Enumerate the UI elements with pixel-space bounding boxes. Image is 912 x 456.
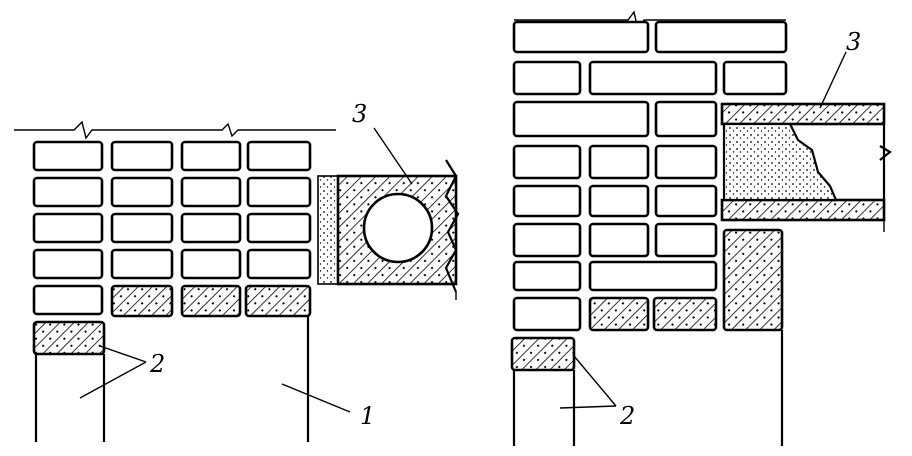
- slab-bottom-flange: [720, 198, 886, 222]
- lintel: [244, 284, 312, 318]
- brick: [654, 222, 718, 258]
- leader-2-left-b: [99, 345, 147, 363]
- brick: [654, 100, 718, 138]
- brick: [180, 212, 242, 244]
- brick: [654, 20, 788, 54]
- leader-3-left: [373, 127, 413, 185]
- leader-2-right-a: [559, 405, 617, 409]
- left-top-break-line: [14, 120, 336, 140]
- right-lintels: [510, 228, 784, 372]
- lintel: [510, 336, 576, 372]
- slab-break: [879, 145, 892, 161]
- brick: [32, 284, 104, 316]
- lintel-vertical: [722, 228, 784, 332]
- label-2-right: 2: [619, 402, 635, 430]
- brick: [110, 248, 174, 280]
- brick: [110, 212, 174, 244]
- leader-1-left: [281, 383, 351, 413]
- concrete-fill: [722, 122, 838, 202]
- brick: [512, 60, 582, 96]
- brick: [654, 144, 718, 180]
- brick: [588, 260, 718, 292]
- brick: [246, 248, 312, 280]
- brick: [512, 144, 582, 180]
- brick: [512, 260, 582, 292]
- brick: [588, 144, 650, 180]
- slab-void: [362, 192, 434, 264]
- brick: [512, 296, 582, 332]
- right-brick-wall: [512, 20, 788, 332]
- label-3-left: 3: [352, 100, 367, 128]
- brick: [110, 140, 174, 172]
- brick: [180, 140, 242, 172]
- brick: [512, 20, 650, 54]
- label-3-right: 3: [846, 28, 861, 56]
- brick: [32, 212, 104, 244]
- lintel: [110, 284, 174, 318]
- lintel: [32, 320, 106, 356]
- brick: [246, 212, 312, 244]
- brick: [512, 222, 582, 258]
- left-hollow-slab: [317, 159, 460, 300]
- brick: [246, 176, 312, 208]
- leader-3-right: [819, 51, 847, 109]
- left-lintels: [32, 284, 312, 356]
- right-detail: 3 2: [510, 10, 892, 446]
- left-detail: 3 2 1: [14, 100, 460, 442]
- brick: [588, 222, 650, 258]
- slab-break-line: [444, 159, 460, 293]
- label-2-left: 2: [149, 350, 165, 378]
- leader-2-right-b: [573, 355, 617, 407]
- lintel: [180, 284, 242, 318]
- brick: [32, 176, 104, 208]
- slab-top-flange: [720, 102, 886, 126]
- lintel: [588, 296, 650, 332]
- right-slab: [720, 102, 892, 232]
- brick: [32, 248, 104, 280]
- brick: [588, 184, 650, 218]
- brick: [512, 100, 650, 138]
- leader-2-left-a: [79, 361, 147, 399]
- brick: [722, 60, 788, 96]
- brick: [180, 176, 242, 208]
- brick: [32, 140, 104, 172]
- brick: [110, 176, 174, 208]
- brick: [654, 184, 718, 218]
- brick: [512, 184, 582, 218]
- brick: [588, 60, 718, 96]
- lintel: [652, 296, 718, 332]
- brick: [180, 248, 242, 280]
- left-pier: [34, 354, 106, 442]
- left-brick-wall: [32, 140, 312, 316]
- brick: [246, 140, 312, 172]
- label-1-left: 1: [360, 402, 375, 430]
